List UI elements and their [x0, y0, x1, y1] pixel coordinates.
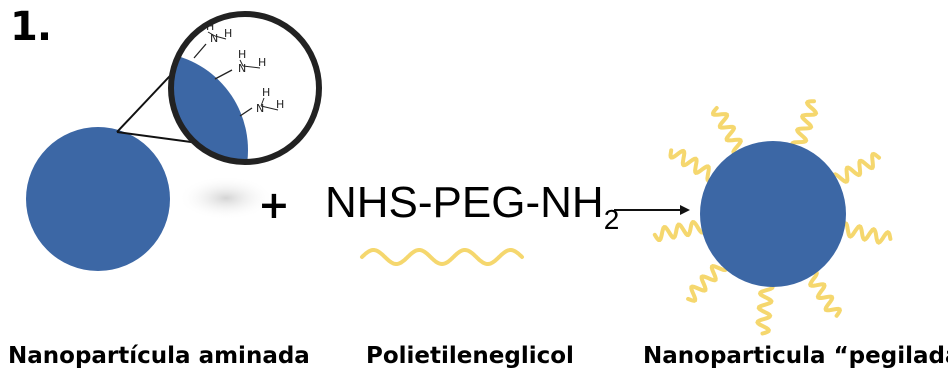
hydrogen-label: H: [258, 56, 266, 69]
formula-main: NHS-PEG-NH: [325, 178, 604, 227]
n-h-bond: [260, 97, 265, 107]
hydrogen-label: H: [262, 86, 270, 99]
caption-pegylated-nanoparticle: Nanoparticula “pegilada ”: [643, 343, 948, 369]
peg-chain-free: [360, 248, 524, 267]
aminated-nanoparticle: [26, 127, 170, 271]
hydrogen-label: H: [276, 98, 284, 111]
zoom-outline: [168, 11, 322, 165]
zoom-surface: [171, 52, 248, 162]
c-n-bond: [239, 107, 253, 117]
hydrogen-label: H: [206, 20, 214, 33]
nitrogen-label: N: [256, 102, 264, 115]
formula-subscript: 2: [603, 204, 620, 235]
pegylated-nanoparticle: [700, 141, 846, 287]
n-h-bond: [260, 105, 279, 111]
step-number: 1.: [10, 4, 52, 50]
hydrogen-label: H: [238, 48, 246, 61]
caption-polyethylene-glycol: Polietileneglicol: [366, 343, 574, 369]
n-h-bond: [214, 35, 227, 40]
nitrogen-label: N: [238, 62, 246, 75]
n-h-bond: [242, 65, 261, 69]
caption-aminated-nanoparticle: Nanopartícula aminada: [8, 343, 310, 369]
shadow-blob: [178, 176, 274, 220]
plus-sign: +: [258, 183, 290, 227]
peg-formula: NHS-PEG-NH2: [325, 178, 619, 235]
c-n-bond: [193, 43, 207, 59]
n-h-bond: [239, 59, 244, 67]
c-n-bond: [214, 69, 233, 80]
hydrogen-label: H: [224, 27, 232, 40]
nitrogen-label: N: [210, 32, 218, 45]
reaction-arrow: [614, 205, 690, 215]
n-h-bond: [207, 31, 216, 37]
